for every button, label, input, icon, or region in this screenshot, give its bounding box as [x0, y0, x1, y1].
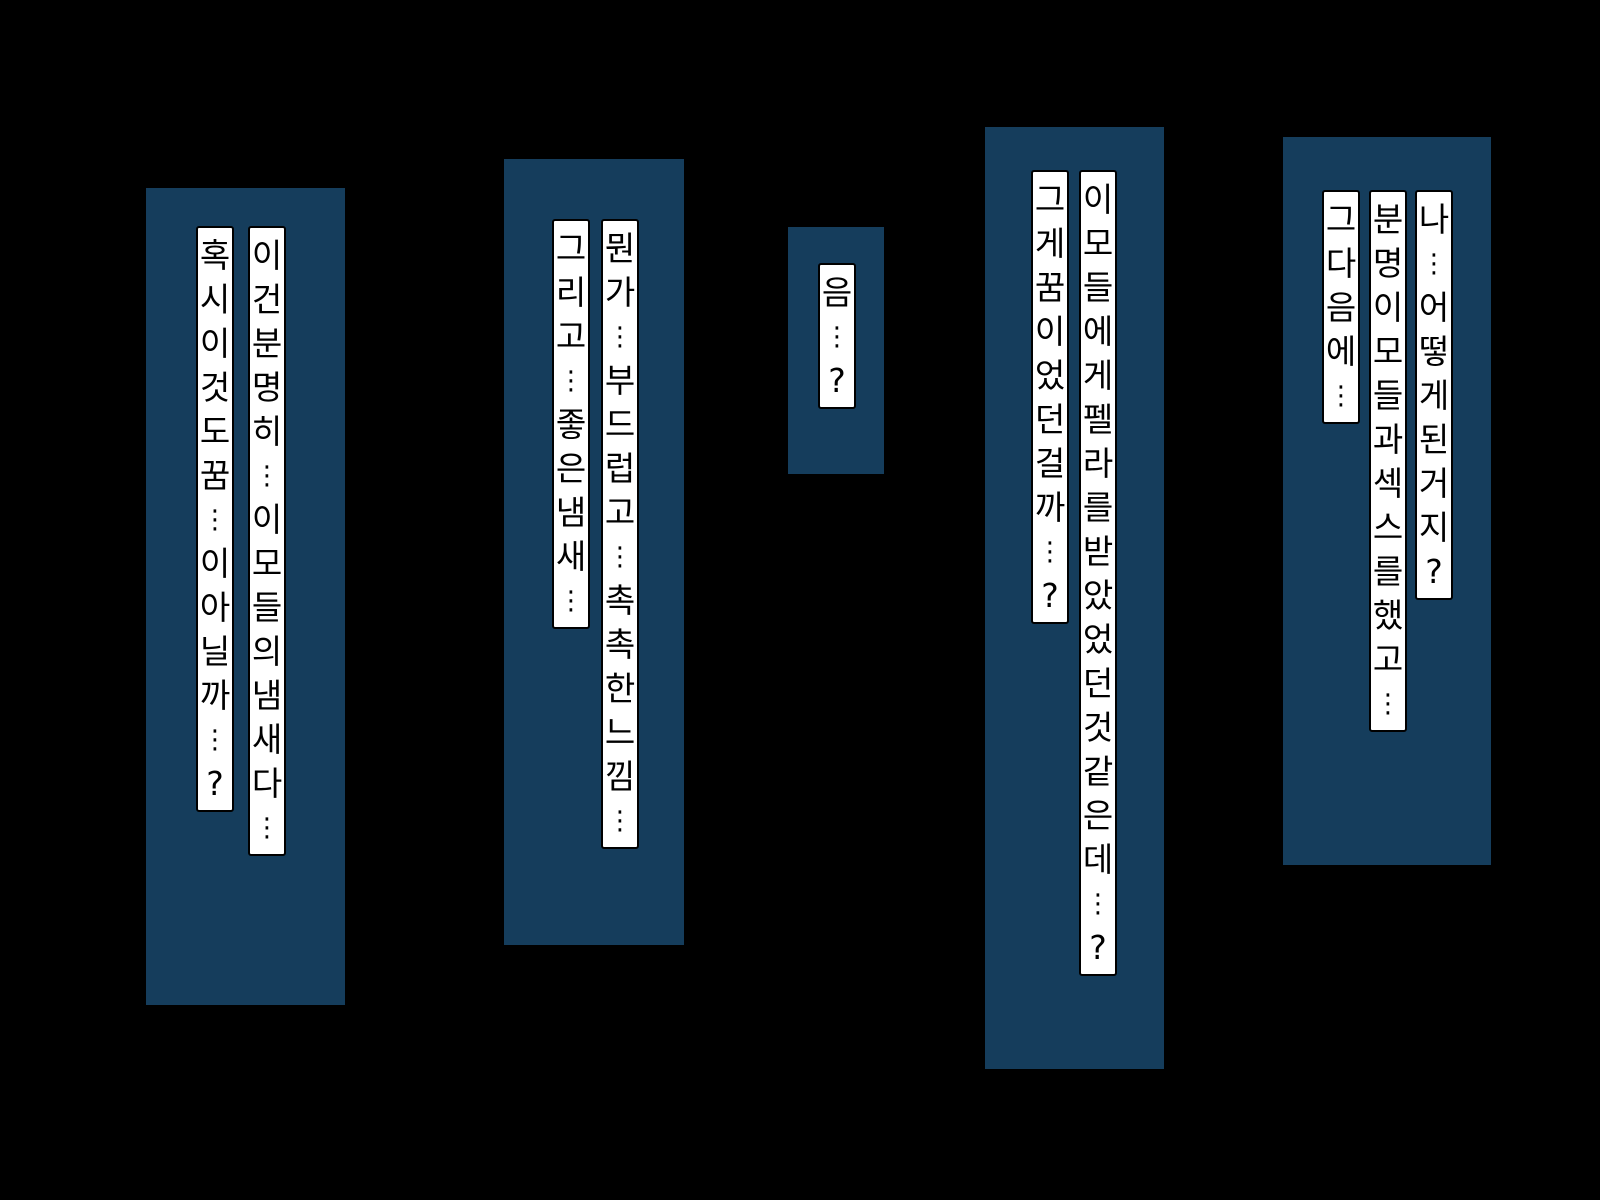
- speech-column: 음⋮?: [818, 263, 856, 409]
- panel-4: [985, 127, 1164, 1069]
- panel-2: [504, 159, 684, 945]
- panel-1: [146, 188, 345, 1005]
